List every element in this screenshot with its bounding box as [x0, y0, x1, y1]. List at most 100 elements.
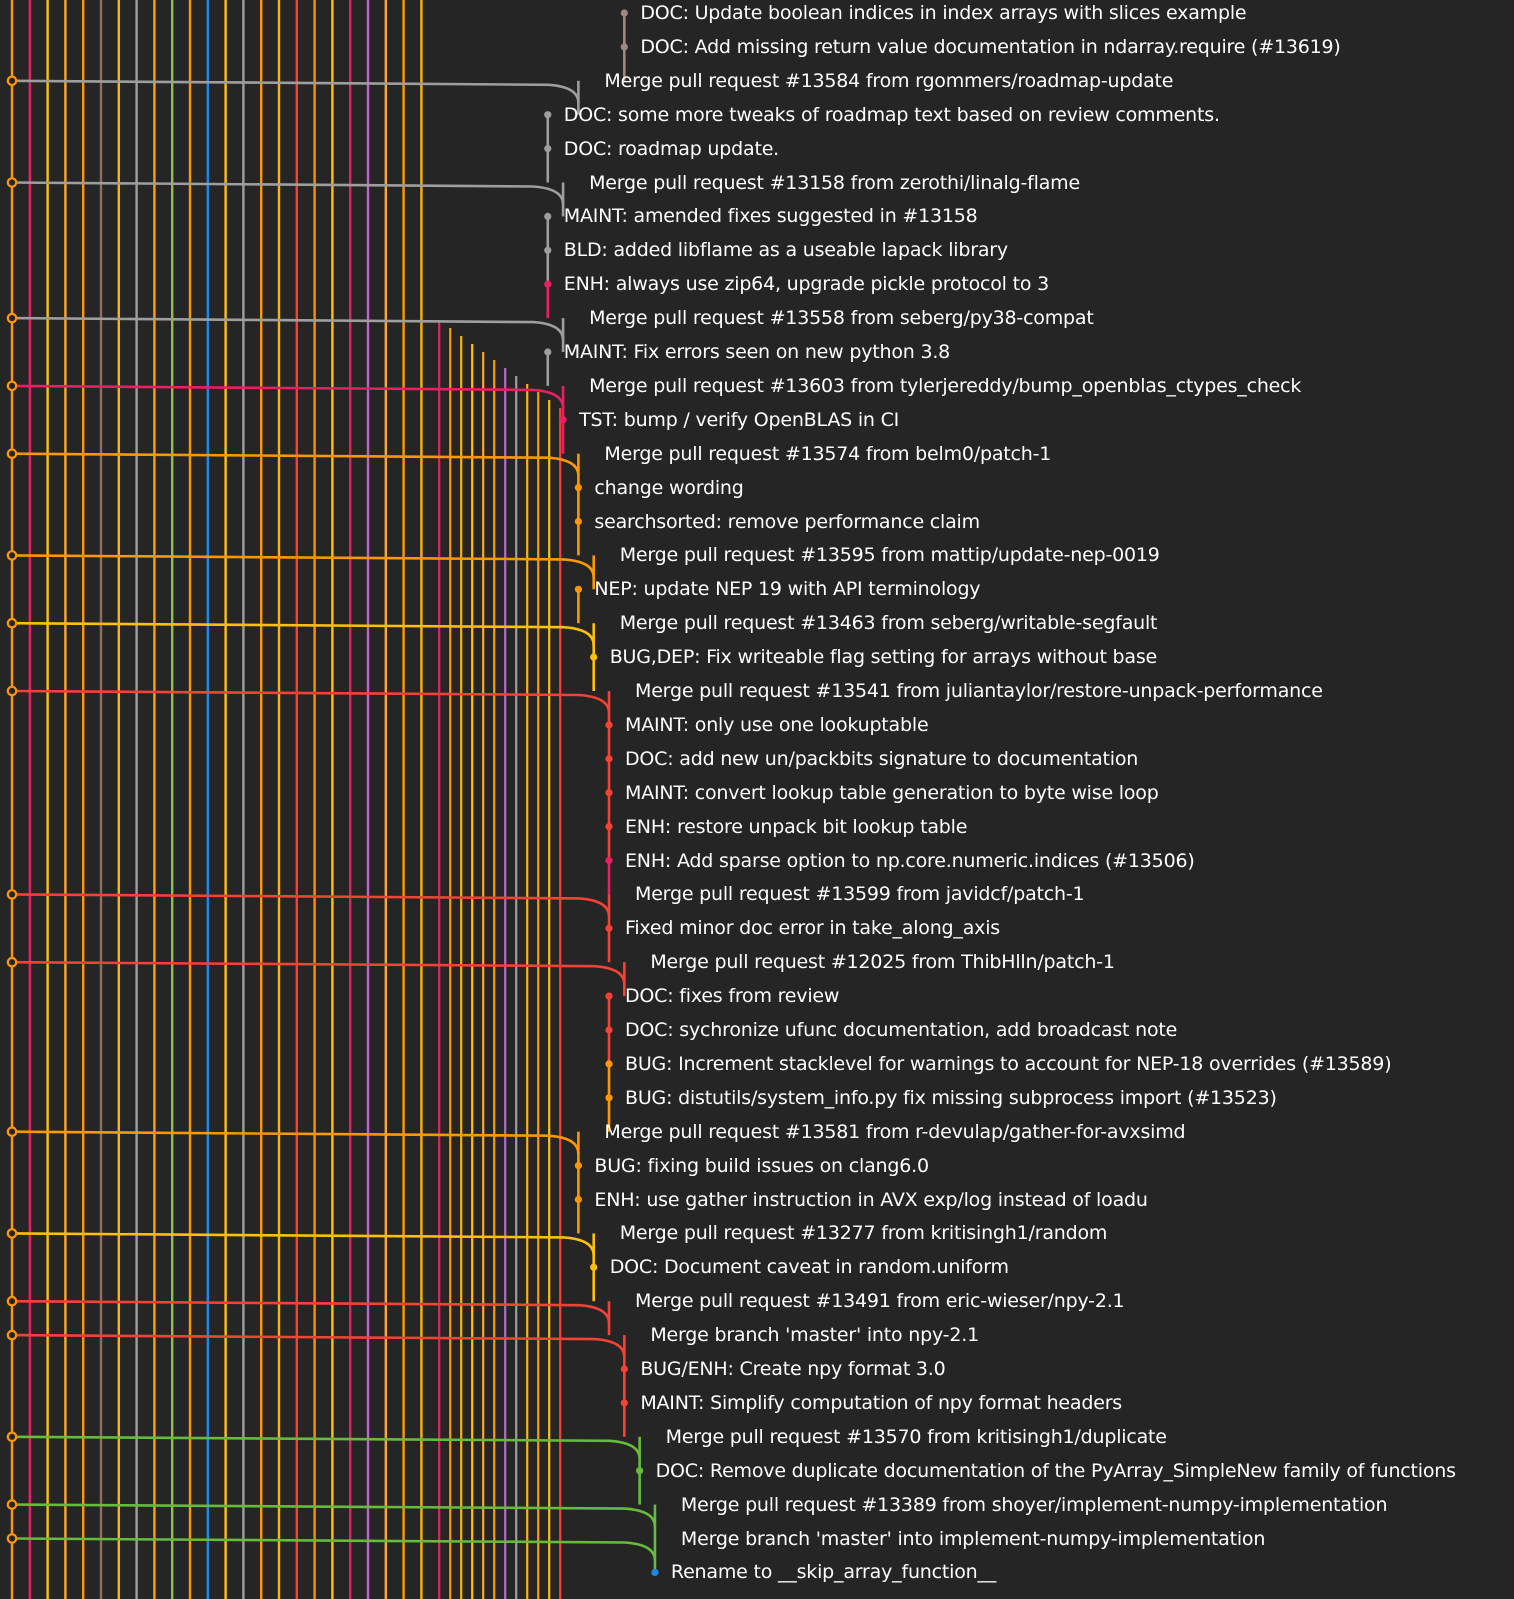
commit-message[interactable]: MAINT: Simplify computation of npy forma… — [640, 1391, 1122, 1414]
commit-message[interactable]: MAINT: amended fixes suggested in #13158 — [563, 205, 978, 228]
merge-node[interactable] — [6, 889, 18, 900]
commit-message[interactable]: Merge pull request #13158 from zerothi/l… — [589, 171, 1080, 194]
merge-node[interactable] — [6, 956, 18, 968]
commit-message[interactable]: Merge pull request #13603 from tylerjere… — [589, 374, 1302, 397]
merge-node[interactable] — [6, 685, 18, 697]
commit-message[interactable]: Merge pull request #13491 from eric-wies… — [635, 1290, 1125, 1313]
commit-message[interactable]: BUG,DEP: Fix writeable flag setting for … — [609, 646, 1158, 669]
merge-edge — [11, 1232, 596, 1256]
merge-node[interactable] — [6, 1126, 18, 1137]
commit-message[interactable]: BUG/ENH: Create npy format 3.0 — [640, 1358, 946, 1380]
commit-message[interactable]: Merge pull request #13574 from belm0/pat… — [604, 442, 1052, 465]
commit-message[interactable]: Merge branch 'master' into implement-num… — [680, 1527, 1266, 1550]
commit-node[interactable] — [544, 280, 552, 288]
merge-edge — [11, 79, 580, 103]
commit-node[interactable] — [544, 111, 552, 119]
commit-message[interactable]: BUG: fixing build issues on clang6.0 — [594, 1154, 929, 1177]
commit-node[interactable] — [605, 755, 613, 763]
commit-message[interactable]: MAINT: convert lookup table generation t… — [625, 781, 1159, 804]
merge-node[interactable] — [6, 1228, 18, 1239]
commit-message[interactable]: DOC: Update boolean indices in index arr… — [640, 2, 1247, 24]
commit-message[interactable]: DOC: some more tweaks of roadmap text ba… — [563, 103, 1220, 126]
commit-node[interactable] — [605, 823, 613, 831]
commit-node[interactable] — [574, 517, 582, 526]
commit-message[interactable]: Merge pull request #12025 from ThibHlln/… — [650, 951, 1115, 974]
merge-node[interactable] — [6, 1329, 18, 1341]
commit-node[interactable] — [651, 1568, 659, 1576]
commit-message[interactable]: DOC: Add missing return value documentat… — [640, 35, 1341, 58]
commit-message[interactable]: ENH: restore unpack bit lookup table — [625, 815, 968, 838]
commit-message[interactable]: Merge pull request #13570 from kritising… — [665, 1425, 1167, 1448]
commit-message[interactable]: DOC: fixes from review — [625, 985, 840, 1008]
commit-node[interactable] — [620, 43, 628, 51]
commit-node[interactable] — [559, 416, 567, 424]
commit-node[interactable] — [574, 1162, 582, 1170]
commit-message[interactable]: MAINT: only use one lookuptable — [625, 713, 929, 736]
commit-node[interactable] — [544, 246, 552, 254]
commit-node[interactable] — [590, 1263, 598, 1271]
merge-node[interactable] — [6, 1499, 18, 1510]
commit-message[interactable]: Merge pull request #13389 from shoyer/im… — [680, 1493, 1388, 1516]
commit-node[interactable] — [574, 585, 582, 593]
commit-node[interactable] — [605, 856, 613, 865]
commit-node[interactable] — [574, 484, 582, 492]
commit-message[interactable]: change wording — [594, 476, 744, 499]
merge-node[interactable] — [6, 1295, 18, 1307]
merge-node[interactable] — [6, 1431, 18, 1443]
merge-edge — [11, 316, 565, 341]
commit-message[interactable]: Merge branch 'master' into npy-2.1 — [650, 1324, 979, 1347]
commit-message[interactable]: Merge pull request #13599 from javidcf/p… — [635, 883, 1085, 906]
commit-node[interactable] — [620, 1365, 628, 1373]
commit-message[interactable]: DOC: Remove duplicate documentation of t… — [655, 1459, 1456, 1482]
commit-message[interactable]: Fixed minor doc error in take_along_axis — [625, 917, 1000, 940]
merge-node[interactable] — [6, 177, 18, 188]
commit-node[interactable] — [605, 721, 613, 729]
commit-message[interactable]: Merge pull request #13595 from mattip/up… — [619, 544, 1160, 567]
commit-node[interactable] — [605, 1094, 613, 1102]
commit-message[interactable]: Merge pull request #13463 from seberg/wr… — [619, 612, 1158, 635]
commit-node[interactable] — [544, 212, 552, 220]
commit-node[interactable] — [605, 924, 613, 932]
commit-message[interactable]: ENH: use gather instruction in AVX exp/l… — [594, 1188, 1148, 1211]
commit-message[interactable]: DOC: sychronize ufunc documentation, add… — [625, 1019, 1178, 1041]
commit-message[interactable]: BLD: added libflame as a useable lapack … — [563, 239, 1008, 262]
commit-message[interactable]: ENH: Add sparse option to np.core.numeri… — [625, 849, 1195, 872]
commit-message[interactable]: ENH: always use zip64, upgrade pickle pr… — [563, 273, 1049, 296]
merge-node[interactable] — [6, 75, 18, 87]
merge-node[interactable] — [6, 312, 18, 324]
commit-message[interactable]: Merge pull request #13558 from seberg/py… — [589, 307, 1094, 330]
merge-node[interactable] — [6, 448, 18, 459]
commit-node[interactable] — [620, 9, 628, 17]
commit-message[interactable]: Rename to __skip_array_function__ — [670, 1561, 997, 1584]
commit-node[interactable] — [544, 145, 552, 153]
merge-node[interactable] — [6, 380, 18, 392]
commit-message[interactable]: DOC: roadmap update. — [563, 137, 780, 160]
commit-node[interactable] — [605, 1026, 613, 1034]
commit-node[interactable] — [574, 1195, 582, 1204]
commit-message[interactable]: BUG: Increment stacklevel for warnings t… — [625, 1052, 1392, 1075]
merge-node[interactable] — [6, 1533, 18, 1544]
commit-message[interactable]: Merge pull request #13581 from r-devulap… — [604, 1120, 1186, 1143]
commit-message[interactable]: Merge pull request #13541 from juliantay… — [635, 680, 1323, 702]
commit-message[interactable]: Merge pull request #13584 from rgommers/… — [604, 69, 1174, 92]
commit-message[interactable]: BUG: distutils/system_info.py fix missin… — [625, 1086, 1277, 1109]
commit-node[interactable] — [636, 1467, 644, 1475]
commit-node[interactable] — [605, 992, 613, 1000]
commit-node[interactable] — [605, 789, 613, 797]
commit-message[interactable]: TST: bump / verify OpenBLAS in CI — [579, 408, 900, 431]
commit-message[interactable]: MAINT: Fix errors seen on new python 3.8 — [563, 341, 951, 363]
commit-node[interactable] — [544, 348, 552, 356]
commit-message[interactable]: DOC: add new un/packbits signature to do… — [625, 747, 1139, 770]
merge-node[interactable] — [6, 550, 18, 561]
merge-edge — [11, 689, 611, 714]
commit-node[interactable] — [620, 1399, 628, 1407]
commit-message[interactable]: searchsorted: remove performance claim — [594, 510, 980, 533]
commit-message[interactable]: DOC: Document caveat in random.uniform — [609, 1256, 1009, 1279]
merge-node[interactable] — [6, 617, 18, 629]
merge-edge — [11, 452, 580, 476]
commit-node[interactable] — [590, 653, 598, 661]
commit-message[interactable]: Merge pull request #13277 from kritising… — [619, 1222, 1108, 1245]
commit-message[interactable]: NEP: update NEP 19 with API terminology — [594, 578, 981, 601]
commit-node[interactable] — [605, 1060, 613, 1068]
